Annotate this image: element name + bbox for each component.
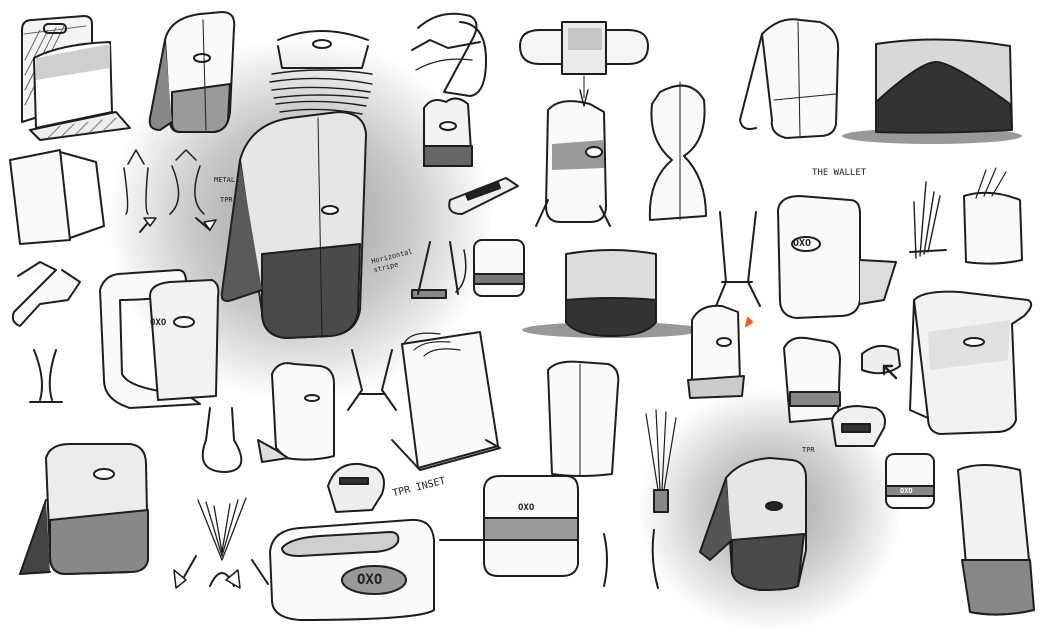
oxo-logo: OXO: [357, 572, 383, 588]
annotation-tpr-right: TPR: [802, 446, 815, 454]
oxo-logo: OXO: [518, 503, 535, 513]
sketch-fan-forks: [123, 149, 211, 233]
annotation-tpr: TPR: [220, 196, 233, 204]
sketch-main-render-stand: [220, 111, 367, 339]
sketch-file-box: [391, 331, 501, 471]
sketch-small-holder-oxo: [423, 97, 473, 167]
sketch-small-sleeve-oxo: [687, 304, 745, 399]
sketch-folder-holder-hatched: [21, 15, 131, 141]
sketch-render-dark-stand: [699, 457, 807, 591]
sketch-render-arch: [842, 38, 1022, 144]
sketch-wire-tripod: [715, 211, 761, 307]
sketch-render-cylinder: [522, 249, 702, 338]
sketch-bipod: [347, 349, 397, 411]
sketch-arrows: [143, 89, 589, 589]
sketch-folded-holder: [257, 362, 335, 463]
sketch-cube-band: [473, 239, 525, 297]
sketch-small-tray: [327, 462, 385, 513]
sketch-curved-stand-oxo: [148, 11, 236, 133]
oxo-logo: OXO: [793, 238, 812, 249]
sketch-eraser-block: [861, 344, 901, 380]
sketch-render-curved-stand: [909, 290, 1033, 435]
sketch-oxo-tray: [831, 405, 886, 447]
sketch-fan-brush: [645, 409, 677, 513]
sketch-clip-band: [439, 475, 579, 577]
oxo-logo: OXO: [150, 318, 167, 328]
sketch-band-holder: [783, 336, 841, 423]
orange-marker-dot: [745, 317, 753, 327]
sketch-fan-stack: [909, 167, 1023, 265]
sketch-tote-holder: [739, 18, 840, 139]
sketch-fold-sheets: [9, 149, 105, 245]
sketch-a-frame: [411, 241, 459, 299]
sketch-z-clip: [11, 261, 81, 327]
sketch-cradle-strap: [519, 21, 649, 99]
sketch-slot-block: [448, 177, 519, 215]
sketch-render-tall-stand: [19, 443, 149, 575]
sketch-stacked-files: [269, 30, 373, 115]
sketch-wishbone: [29, 349, 63, 403]
sketch-s-stand-oxo: [99, 269, 220, 409]
sketch-hourglass-frame: [648, 81, 707, 221]
sketch-wire-rack: [411, 12, 487, 97]
sketch-wallet-holder: [777, 195, 897, 319]
sketch-tray-inset: [269, 518, 435, 621]
annotation-the-wallet: THE WALLET: [812, 168, 867, 178]
oxo-logo: OXO: [900, 487, 913, 495]
sketch-holder-with-band: [535, 100, 611, 227]
annotation-metal: METAL: [214, 176, 236, 184]
sketch-wave-lines: [603, 529, 659, 589]
sketch-tall-sleeve: [547, 360, 620, 477]
sketch-sleeve-render: [957, 464, 1035, 616]
sketch-hanger-fan: [179, 407, 269, 587]
sketch-cube-band-right: [885, 453, 935, 509]
